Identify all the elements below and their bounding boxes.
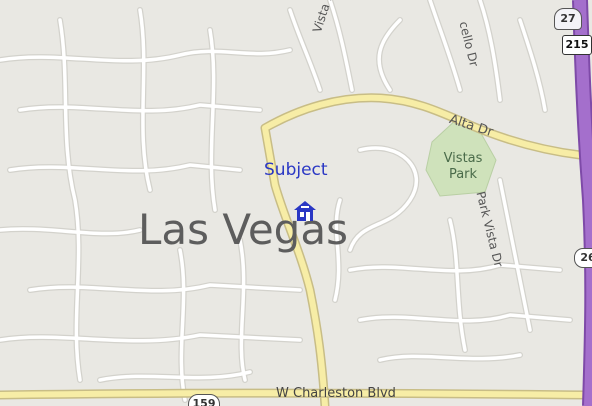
highway-shield-26: 26 [574, 248, 592, 268]
highway-shield-159: 159 [188, 394, 220, 406]
park-label-line1: Vistas [443, 151, 483, 166]
subject-label[interactable]: Subject [264, 160, 328, 180]
street-label-w-charleston-blvd: W Charleston Blvd [276, 386, 396, 401]
highway-shield-215: 215 [562, 35, 592, 55]
park-label-line2: Park [448, 167, 478, 182]
park-label: Vistas Park [433, 151, 493, 183]
arterial-road [0, 93, 592, 406]
house-icon[interactable] [292, 199, 318, 223]
highway-shield-27: 27 [554, 8, 582, 30]
residential-streets [0, 0, 573, 403]
